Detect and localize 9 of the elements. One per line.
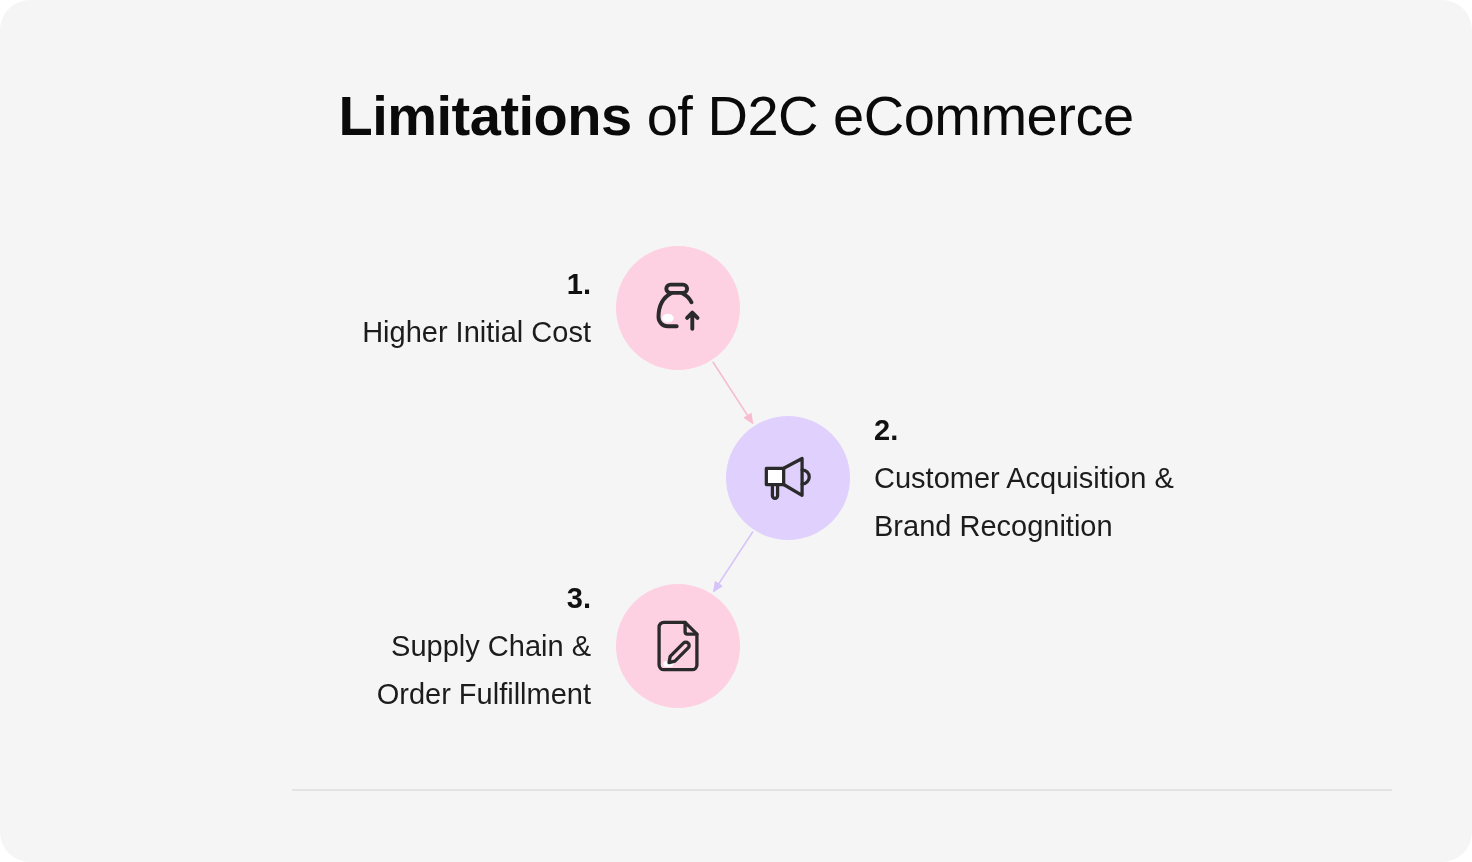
- title: Limitations of D2C eCommerce: [338, 83, 1134, 149]
- step-number: 1.: [566, 267, 591, 302]
- arrow: [711, 360, 754, 425]
- step-label: Supply Chain & Order Fulfillment: [375, 629, 591, 712]
- arrow: [712, 530, 754, 593]
- step-label: Higher Initial Cost: [362, 315, 591, 350]
- step-number: 2.: [874, 413, 899, 448]
- step-label: Customer Acquisition & Brand Recognition: [874, 461, 1175, 544]
- step-number: 3.: [566, 581, 591, 616]
